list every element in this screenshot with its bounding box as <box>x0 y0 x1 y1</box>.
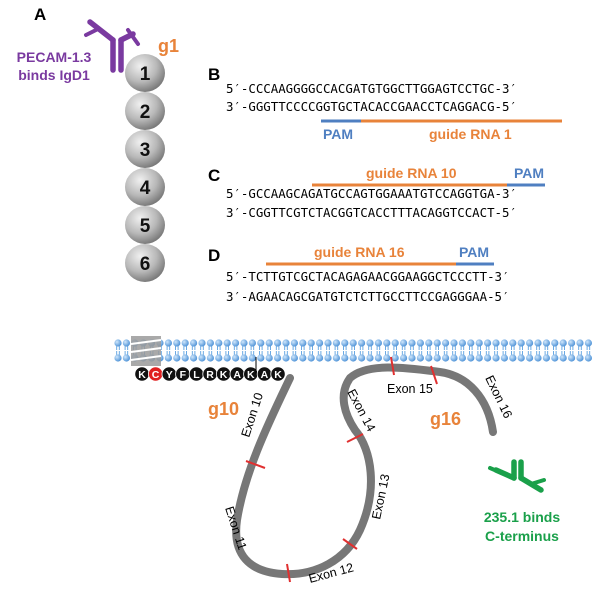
residue-letter: R <box>206 369 214 381</box>
ig-domain-1: 1 <box>125 54 165 92</box>
panel-letter-d: D <box>208 246 220 265</box>
ig-domain-number: 6 <box>140 254 151 275</box>
guide-label-g1: g1 <box>158 36 179 56</box>
panel-b-bottom-strand: 3′-GGGTTCCCCGGTGCTACACCGAACCTCAGGACG-5′ <box>226 99 517 114</box>
residue-letter: K <box>138 369 146 381</box>
ig-domain-number: 5 <box>140 216 151 237</box>
panel-b-top-strand: 5′-CCCAAGGGGCCACGATGTGGCTTGGAGTCCTGC-3′ <box>226 81 517 96</box>
panel-letter-a: A <box>34 5 46 24</box>
ig-domain-5: 5 <box>125 206 165 244</box>
residue-letter: A <box>233 369 241 381</box>
panel-c-pam-label: PAM <box>514 165 544 181</box>
ig-domain-6: 6 <box>125 244 165 282</box>
antibody-top-label-line2: binds IgD1 <box>18 67 90 83</box>
guide-label-g16: g16 <box>430 409 461 429</box>
ig-domain-stack: 1 2 3 4 5 6 <box>125 54 165 282</box>
residue-letter: L <box>193 369 200 381</box>
panel-b-pam-label: PAM <box>323 126 353 142</box>
residue-bead <box>270 366 286 382</box>
ig-domain-number: 2 <box>140 102 151 123</box>
antibody-bottom-icon <box>488 459 546 493</box>
residue-letter: F <box>180 369 187 381</box>
antibody-top-icon <box>84 19 140 73</box>
antibody-bottom-label-line1: 235.1 binds <box>484 509 560 525</box>
ig-domain-2: 2 <box>125 92 165 130</box>
transmembrane-segment <box>130 336 162 366</box>
ig-domain-4: 4 <box>125 168 165 206</box>
panel-c-top-strand: 5′-GCCAAGCAGATGCCAGTGGAAATGTCCAGGTGA-3′ <box>226 186 517 201</box>
panel-b-guide-label: guide RNA 1 <box>429 126 512 142</box>
guide-label-g10: g10 <box>208 399 239 419</box>
panel-d-guide-label: guide RNA 16 <box>314 244 405 260</box>
residue-letter: K <box>274 369 282 381</box>
residue-letter: A <box>261 369 269 381</box>
panel-d-bottom-strand: 3′-AGAACAGCGATGTCTCTTGCCTTCCGAGGGAA-5′ <box>226 289 509 304</box>
exon-15-label: Exon 15 <box>387 382 433 396</box>
panel-c-guide-label: guide RNA 10 <box>366 165 457 181</box>
ig-domain-3: 3 <box>125 130 165 168</box>
panel-d-top-strand: 5′-TCTTGTCGCTACAGAGAACGGAAGGCTCCCTT-3′ <box>226 269 509 284</box>
residue-letter: K <box>247 369 255 381</box>
ig-domain-number: 4 <box>140 178 151 199</box>
residue-letter: K <box>220 369 228 381</box>
cell-membrane <box>114 339 593 362</box>
panel-c-bottom-strand: 3′-CGGTTCGTCTACGGTCACCTTTACAGGTCCACT-5′ <box>226 205 517 220</box>
panel-d-pam-label: PAM <box>459 244 489 260</box>
ig-domain-number: 3 <box>140 140 151 161</box>
ig-domain-number: 1 <box>140 64 151 85</box>
panel-letter-c: C <box>208 166 220 185</box>
antibody-bottom-label-line2: C-terminus <box>485 528 559 544</box>
exon-11-label: Exon 11 <box>222 505 249 552</box>
panel-letter-b: B <box>208 65 220 84</box>
cytoplasmic-tail <box>232 363 497 579</box>
residue-letter: C <box>152 369 160 381</box>
antibody-top-label-line1: PECAM-1.3 <box>17 49 92 65</box>
residue-letter: Y <box>166 369 173 381</box>
exon-cuts <box>245 356 438 583</box>
